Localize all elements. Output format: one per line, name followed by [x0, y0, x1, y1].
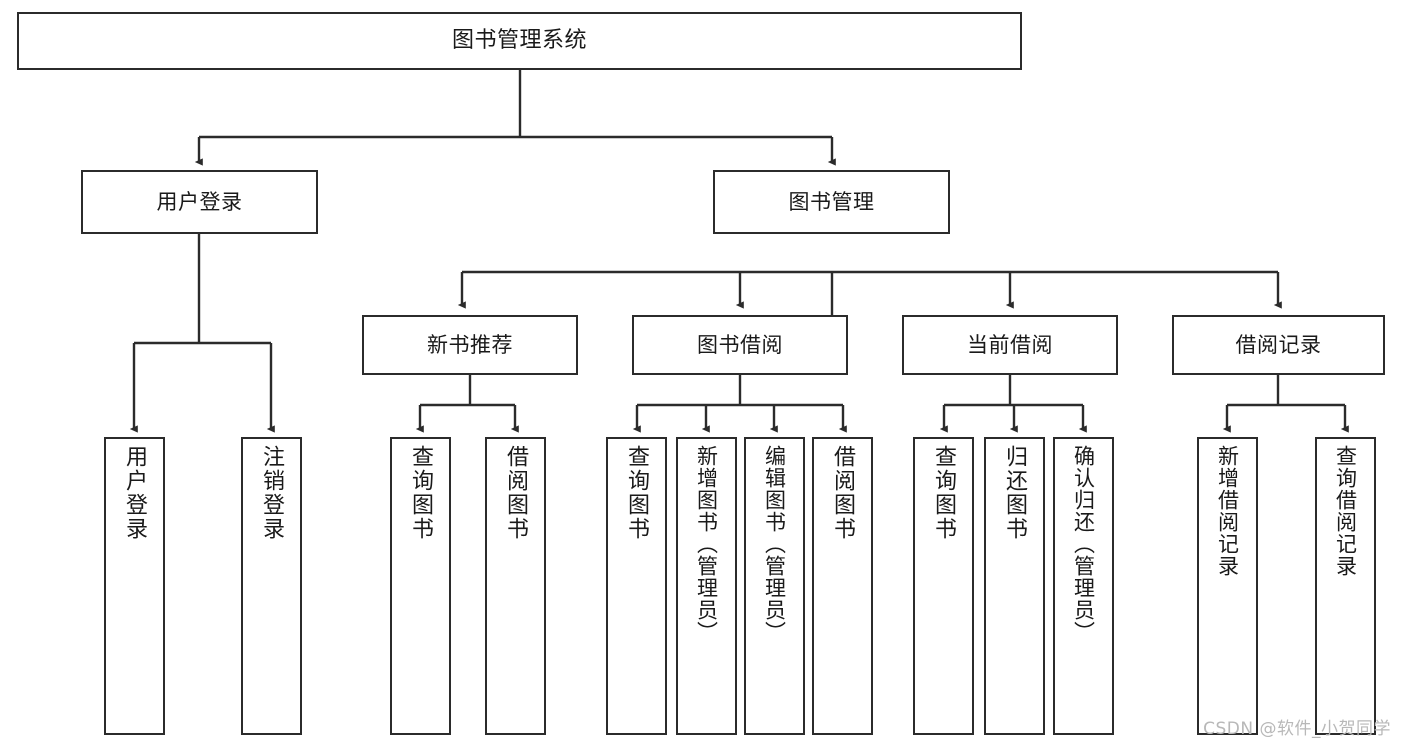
node-book-management[interactable]: 图书管理	[713, 170, 950, 234]
node-leaf-borrow-book-1[interactable]: 借阅图书	[485, 437, 546, 735]
node-borrow-record[interactable]: 借阅记录	[1172, 315, 1385, 375]
node-leaf-query-record[interactable]: 查询借阅记录	[1315, 437, 1376, 735]
node-new-book-recommend[interactable]: 新书推荐	[362, 315, 578, 375]
node-label: 编辑图书（管理员）	[762, 445, 787, 643]
node-label: 借阅图书	[503, 445, 529, 541]
node-label: 查询图书	[931, 445, 957, 541]
node-leaf-borrow-book-2[interactable]: 借阅图书	[812, 437, 873, 735]
node-label: 图书管理系统	[451, 28, 587, 54]
node-label: 确认归还（管理员）	[1071, 445, 1096, 643]
node-root-system[interactable]: 图书管理系统	[17, 12, 1022, 70]
node-leaf-query-book-1[interactable]: 查询图书	[390, 437, 451, 735]
node-label: 新增图书（管理员）	[694, 445, 719, 643]
node-leaf-confirm-return[interactable]: 确认归还（管理员）	[1053, 437, 1114, 735]
node-label: 新增借阅记录	[1215, 445, 1240, 577]
node-label: 注销登录	[259, 445, 285, 541]
node-user-login[interactable]: 用户登录	[81, 170, 318, 234]
node-leaf-add-record[interactable]: 新增借阅记录	[1197, 437, 1258, 735]
node-label: 借阅记录	[1235, 332, 1322, 357]
node-label: 用户登录	[122, 445, 148, 541]
node-label: 查询图书	[408, 445, 434, 541]
node-leaf-user-login[interactable]: 用户登录	[104, 437, 165, 735]
node-label: 图书借阅	[697, 332, 783, 357]
node-label: 借阅图书	[830, 445, 856, 541]
node-label: 用户登录	[156, 189, 243, 214]
node-label: 新书推荐	[427, 332, 513, 357]
node-label: 当前借阅	[967, 332, 1053, 357]
node-current-borrow[interactable]: 当前借阅	[902, 315, 1118, 375]
node-leaf-query-book-3[interactable]: 查询图书	[913, 437, 974, 735]
node-label: 归还图书	[1002, 445, 1028, 541]
node-leaf-edit-book[interactable]: 编辑图书（管理员）	[744, 437, 805, 735]
node-label: 查询借阅记录	[1333, 445, 1358, 577]
node-label: 图书管理	[788, 189, 875, 214]
node-label: 查询图书	[624, 445, 650, 541]
node-leaf-return-book[interactable]: 归还图书	[984, 437, 1045, 735]
node-leaf-add-book[interactable]: 新增图书（管理员）	[676, 437, 737, 735]
node-book-borrow[interactable]: 图书借阅	[632, 315, 848, 375]
node-leaf-query-book-2[interactable]: 查询图书	[606, 437, 667, 735]
node-leaf-logout-login[interactable]: 注销登录	[241, 437, 302, 735]
